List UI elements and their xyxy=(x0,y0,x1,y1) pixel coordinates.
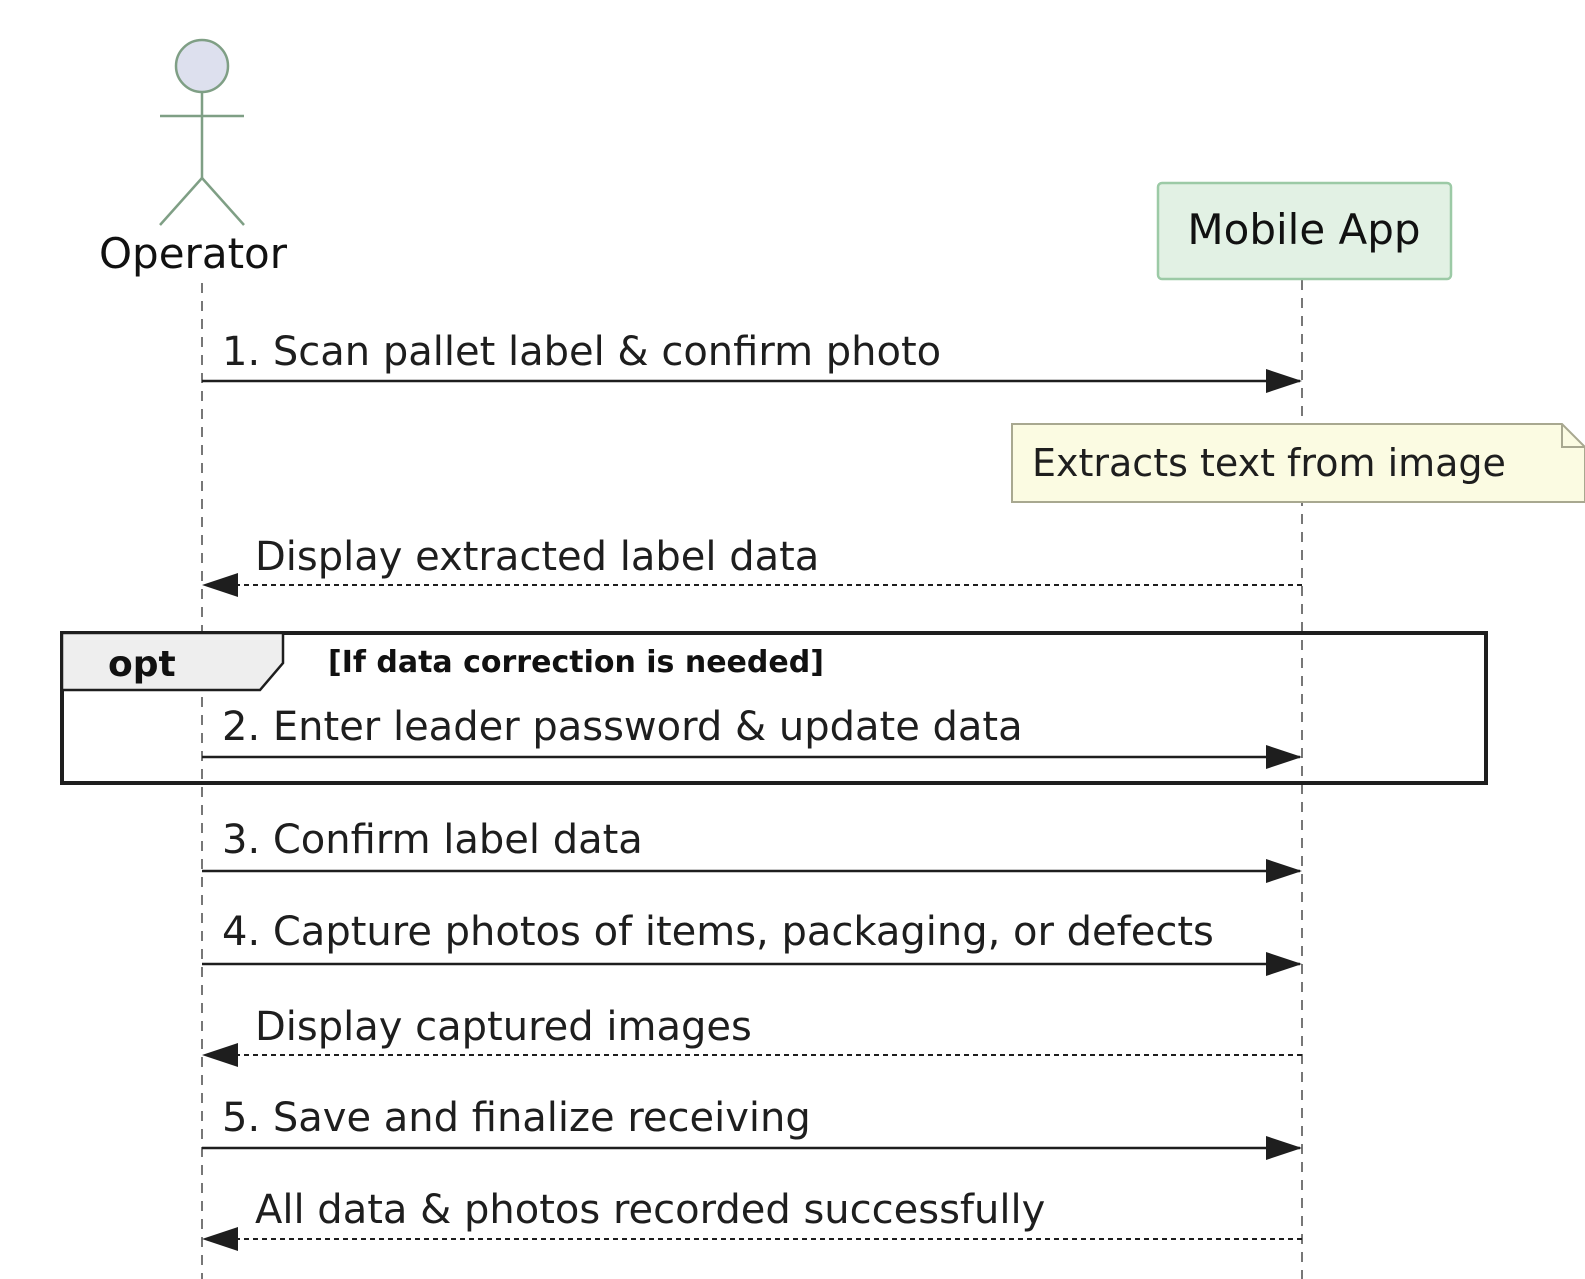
message-1: 1. Scan pallet label & confirm photo xyxy=(202,329,1302,393)
participant-box xyxy=(1156,181,1453,281)
note-fold-icon xyxy=(1561,424,1585,448)
opt-fragment: opt [If data correction is needed] xyxy=(60,631,1488,785)
message-label: 4. Capture photos of items, packaging, o… xyxy=(222,909,1214,955)
note-text: Extracts text from image xyxy=(1032,441,1506,485)
operator-label: Operator xyxy=(99,229,288,278)
fragment-tab xyxy=(60,631,285,692)
mobile-app-participant: Mobile App xyxy=(1156,181,1453,281)
message-5: 5. Save and finalize receiving xyxy=(202,1095,1302,1160)
message-label: 1. Scan pallet label & confirm photo xyxy=(222,329,941,375)
message-label: Display extracted label data xyxy=(255,534,819,580)
note-box xyxy=(1011,423,1585,503)
mobile-app-label: Mobile App xyxy=(1187,205,1420,254)
fragment-condition: [If data correction is needed] xyxy=(328,645,824,680)
fragment-keyword: opt xyxy=(108,644,176,685)
message-label: 3. Confirm label data xyxy=(222,817,643,863)
message-return-3: All data & photos recorded successfully xyxy=(202,1187,1302,1251)
operator-actor: Operator xyxy=(99,38,288,278)
stick-figure-icon xyxy=(159,38,245,226)
message-label: 2. Enter leader password & update data xyxy=(222,704,1023,750)
message-4: 4. Capture photos of items, packaging, o… xyxy=(202,909,1302,976)
message-label: Display captured images xyxy=(255,1004,752,1050)
message-2: 2. Enter leader password & update data xyxy=(202,704,1302,769)
fragment-frame xyxy=(60,631,1488,785)
message-3: 3. Confirm label data xyxy=(202,817,1302,883)
message-return-2: Display captured images xyxy=(202,1004,1302,1067)
note: Extracts text from image xyxy=(1011,423,1585,503)
message-return-1: Display extracted label data xyxy=(202,534,1302,597)
message-label: 5. Save and finalize receiving xyxy=(222,1095,811,1141)
message-label: All data & photos recorded successfully xyxy=(255,1187,1045,1233)
